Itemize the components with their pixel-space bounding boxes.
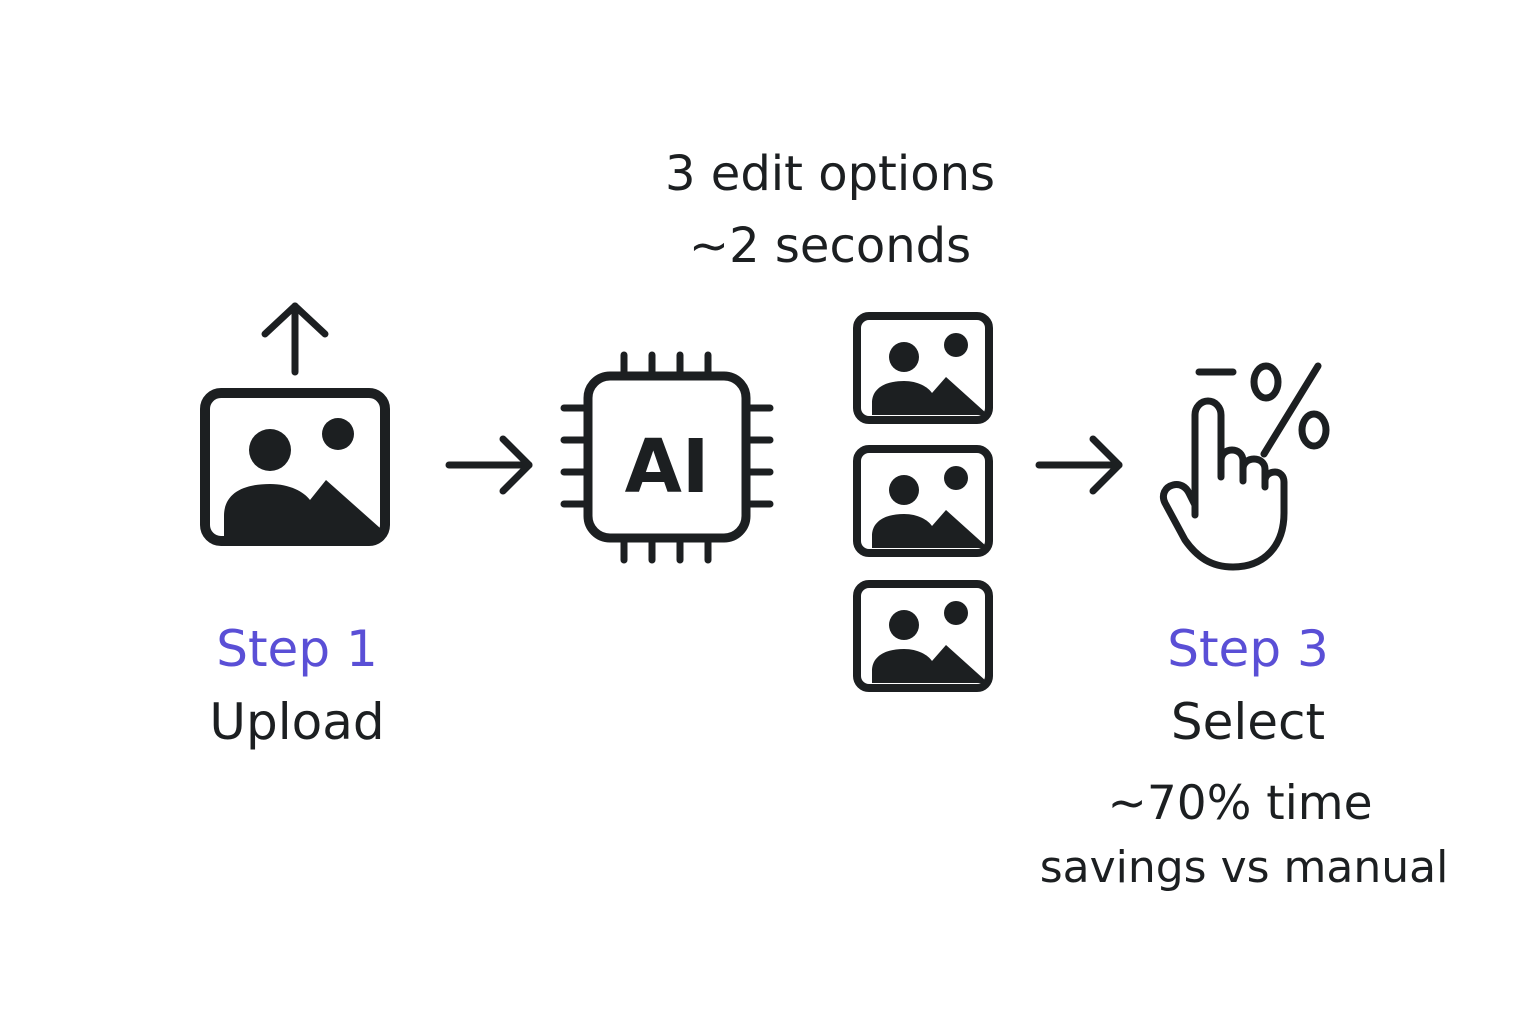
- arrow-right-icon: [445, 435, 533, 495]
- arrow-right-icon: [1035, 435, 1123, 495]
- options-duration-note: ~2 seconds: [688, 218, 972, 274]
- ai-chip-text: AI: [625, 424, 710, 510]
- edit-option-image-icon: [853, 580, 993, 692]
- edit-option-image-icon: [853, 312, 993, 424]
- percent-icon: [1250, 362, 1330, 458]
- options-count-note: 3 edit options: [665, 146, 995, 202]
- upload-arrow-icon: [261, 302, 329, 376]
- savings-percent-note: ~70% time: [1107, 776, 1373, 831]
- minus-icon: [1195, 368, 1237, 376]
- step1-title: Upload: [209, 693, 385, 751]
- step1-label: Step 1: [216, 620, 378, 678]
- step3-label: Step 3: [1167, 620, 1329, 678]
- edit-option-image-icon: [853, 445, 993, 557]
- ai-chip-icon: AI: [560, 351, 774, 564]
- image-icon: [200, 388, 390, 546]
- hand-pointer-icon: [1159, 397, 1288, 571]
- step3-title: Select: [1170, 693, 1326, 751]
- savings-comparison-note: savings vs manual: [1039, 842, 1449, 893]
